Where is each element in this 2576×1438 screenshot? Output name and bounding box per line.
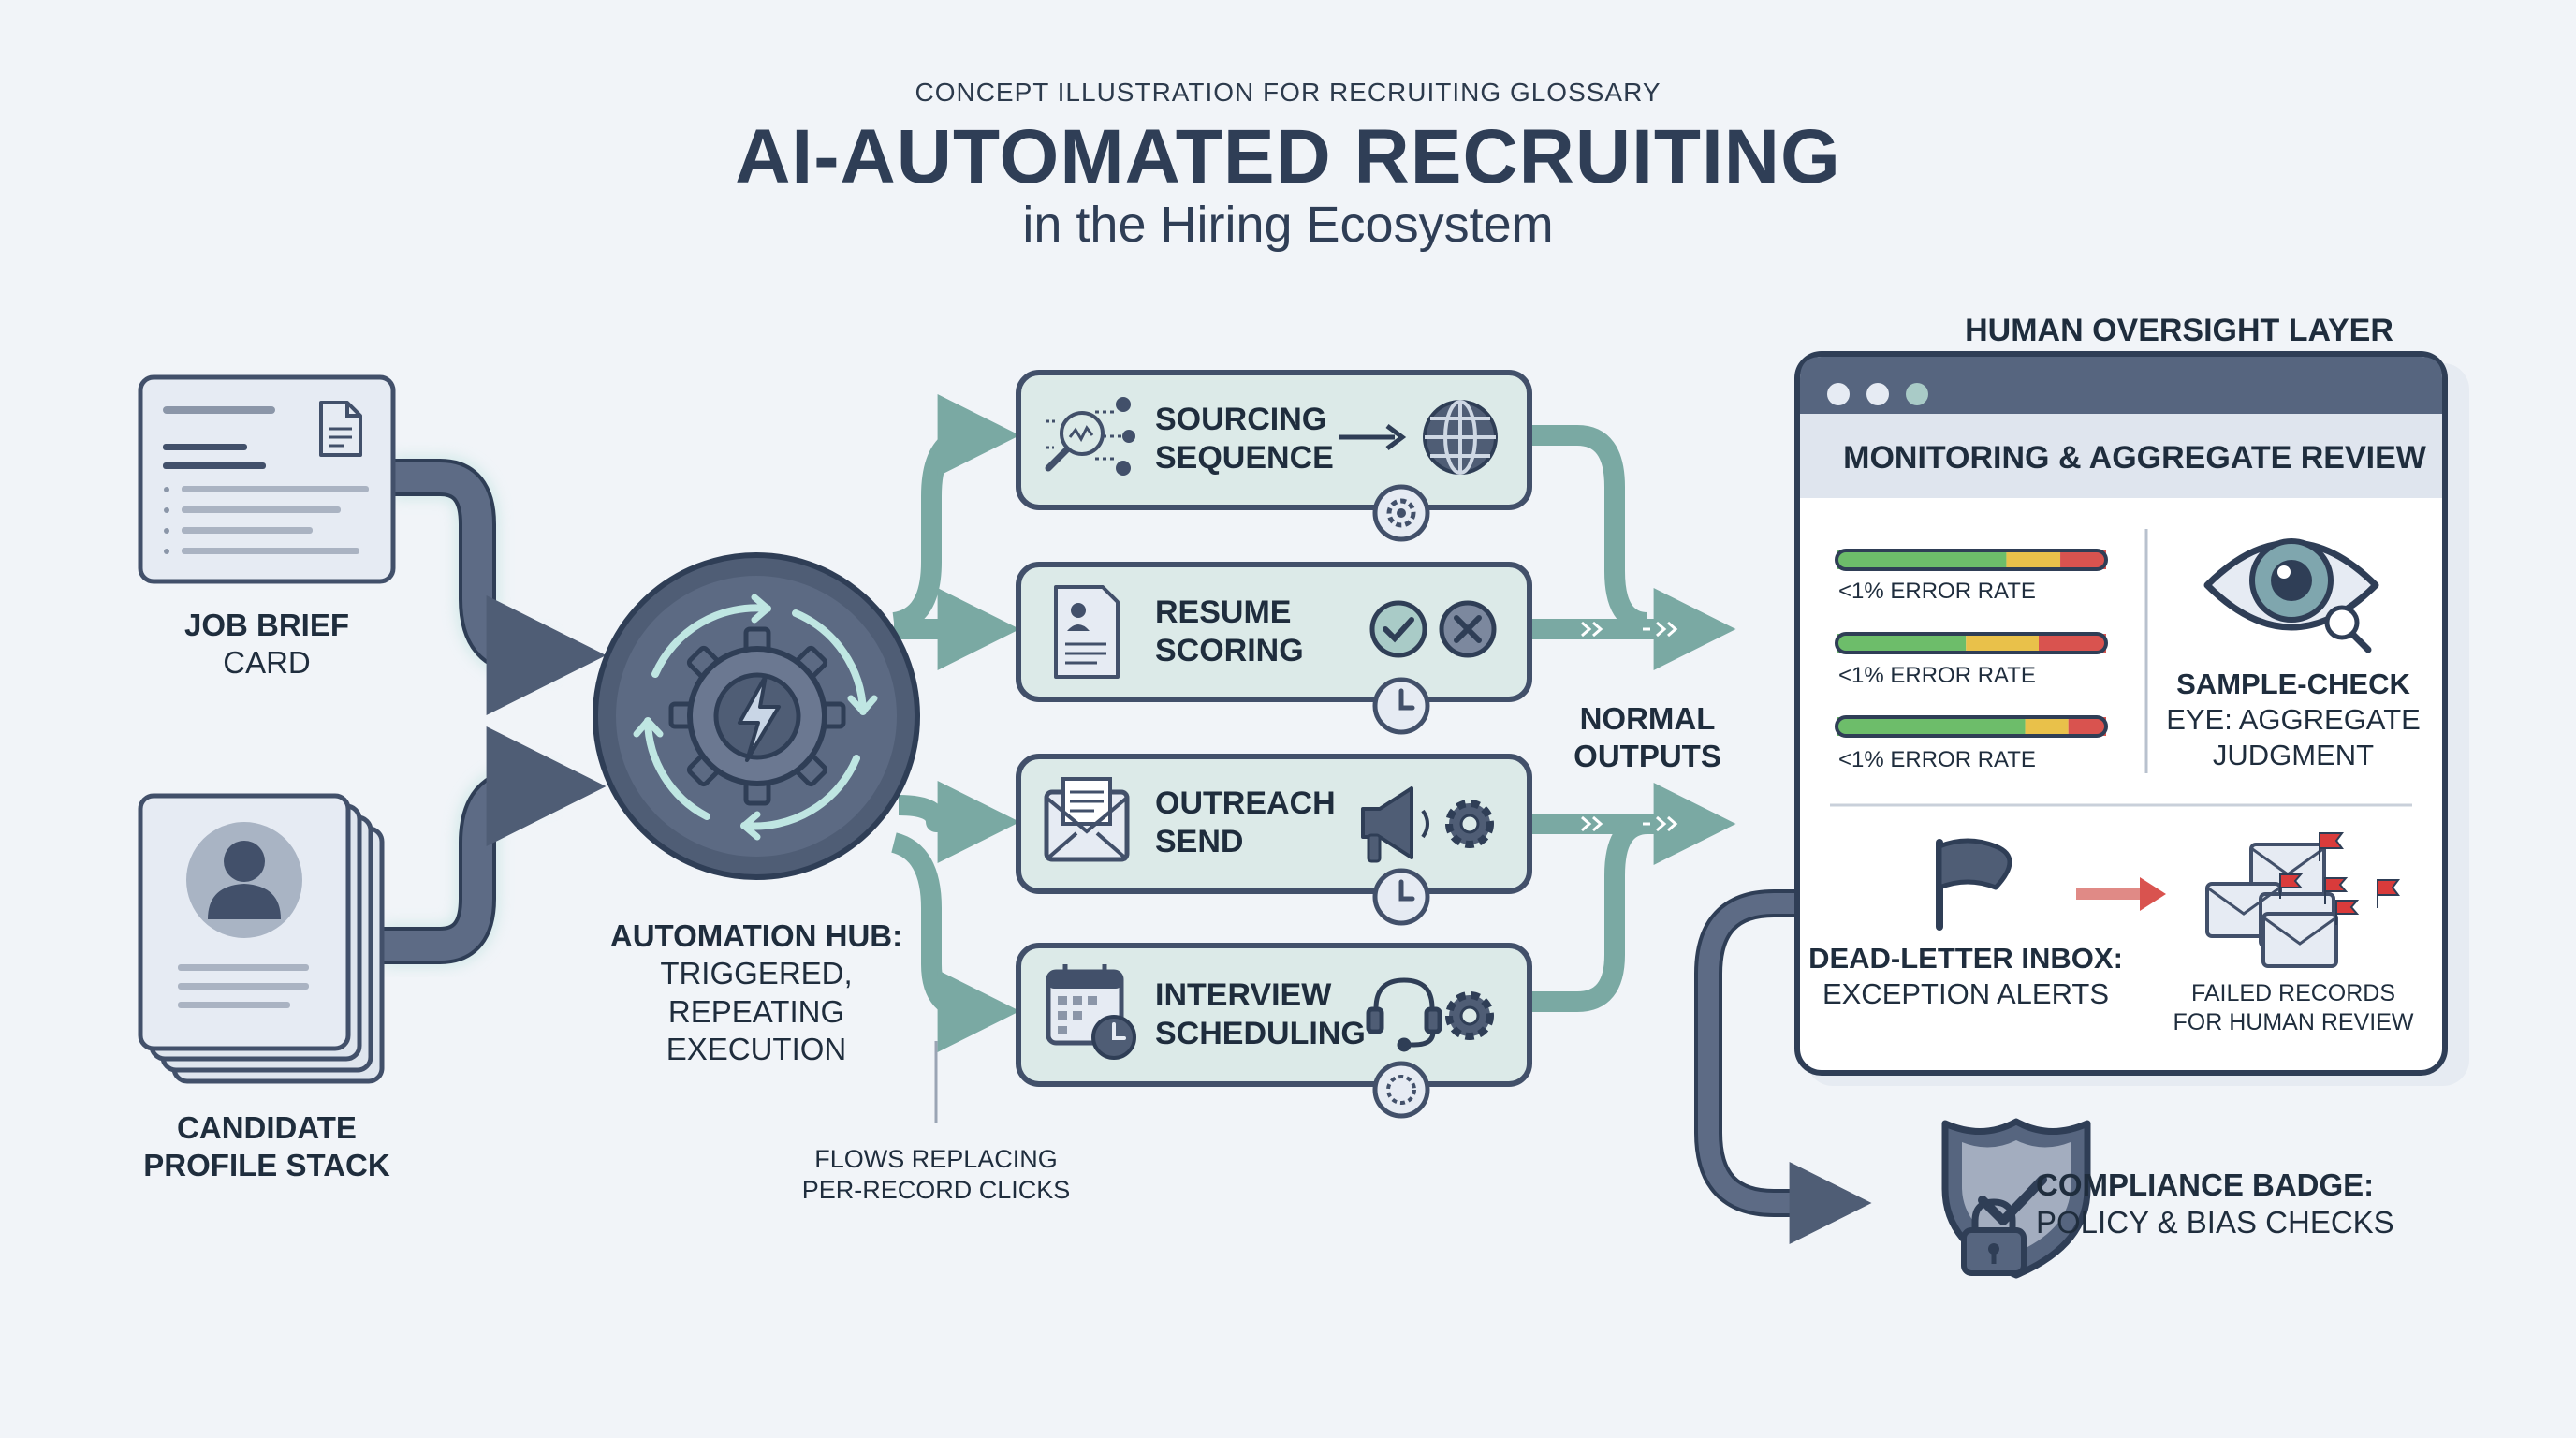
error-rate-bar-segment xyxy=(1837,634,1967,653)
magnifier-network-icon xyxy=(1045,397,1135,476)
job-brief-label: JOB BRIEF CARD xyxy=(183,608,350,681)
error-rate-bars xyxy=(1835,549,2108,738)
globe-icon xyxy=(1423,400,1498,475)
error-rate-label: <1% ERROR RATE xyxy=(1838,579,2036,604)
gear-icon xyxy=(1445,991,1494,1040)
resume-document-icon xyxy=(1054,585,1120,679)
user-avatar-icon xyxy=(186,822,302,938)
headset-icon xyxy=(1366,977,1442,1052)
sample-check-label: SAMPLE-CHECK EYE: AGGREGATE JUDGMENT xyxy=(2166,668,2421,771)
eye-icon xyxy=(2203,538,2379,653)
error-rate-bar-frame xyxy=(1835,549,2108,571)
job-brief-card xyxy=(138,374,396,584)
document-icon xyxy=(319,401,362,457)
input-arrows xyxy=(384,455,607,968)
compliance-label: COMPLIANCE BADGE: POLICY & BIAS CHECKS xyxy=(2036,1167,2394,1240)
clock-icon xyxy=(1372,868,1430,926)
gear-lightning-icon xyxy=(668,626,846,806)
error-rate-bar-segment xyxy=(2060,550,2106,569)
error-rate-label: <1% ERROR RATE xyxy=(1838,663,2036,688)
task-label-scheduling: INTERVIEW SCHEDULING xyxy=(1155,977,1366,1051)
failed-records-envelopes-icon xyxy=(2205,832,2400,968)
error-rate-bar-segment xyxy=(1966,634,2039,653)
flow-chevrons xyxy=(1581,621,1678,832)
candidate-profile-stack xyxy=(138,793,385,1084)
failed-records-label: FAILED RECORDS FOR HUMAN REVIEW xyxy=(2173,980,2414,1035)
monitoring-title: MONITORING & AGGREGATE REVIEW xyxy=(1843,440,2426,476)
automation-hub-label: AUTOMATION HUB: TRIGGERED, REPEATING EXE… xyxy=(609,918,903,1066)
envelope-icon xyxy=(1044,777,1130,862)
x-circle-icon xyxy=(1439,600,1497,658)
error-rate-bar-segment xyxy=(2068,717,2106,736)
page-title: AI-AUTOMATED RECRUITING xyxy=(735,114,1841,199)
arrow-right-icon xyxy=(1339,424,1407,450)
task-to-output-arrows xyxy=(1530,425,1736,1012)
task-label-sourcing: SOURCING SEQUENCE xyxy=(1155,402,1334,476)
task-label-resume: RESUME SCORING xyxy=(1155,594,1304,668)
clock-icon xyxy=(1372,1061,1430,1119)
task-box-resume xyxy=(1016,562,1532,702)
megaphone-icon xyxy=(1361,786,1429,863)
arrow-right-icon xyxy=(2076,877,2166,911)
error-rate-label: <1% ERROR RATE xyxy=(1838,747,2036,772)
error-rate-bar-segment xyxy=(2006,550,2061,569)
error-rate-bar-segment xyxy=(1837,717,2026,736)
supertitle: CONCEPT ILLUSTRATION FOR RECRUITING GLOS… xyxy=(915,78,1661,107)
normal-outputs-label: NORMAL OUTPUTS xyxy=(1573,701,1721,774)
clock-icon xyxy=(1372,677,1430,735)
task-box-outreach xyxy=(1016,754,1532,894)
error-rate-bar-frame xyxy=(1835,715,2108,738)
shield-lock-icon xyxy=(1941,1118,2091,1279)
hub-to-task-arrows xyxy=(890,394,1020,1052)
check-circle-icon xyxy=(1369,600,1427,658)
flows-note: FLOWS REPLACING PER-RECORD CLICKS xyxy=(801,1145,1071,1204)
flag-icon xyxy=(1936,838,2012,931)
error-rate-bar-frame xyxy=(1835,632,2108,654)
calendar-clock-icon xyxy=(1046,964,1136,1060)
gear-icon xyxy=(1372,484,1430,542)
candidate-stack-label: CANDIDATE PROFILE STACK xyxy=(143,1110,390,1183)
task-box-sourcing xyxy=(1016,370,1532,510)
dead-letter-label: DEAD-LETTER INBOX: EXCEPTION ALERTS xyxy=(1808,942,2123,1010)
page-subtitle: in the Hiring Ecosystem xyxy=(1022,197,1554,253)
gear-icon xyxy=(1445,800,1494,848)
automation-hub xyxy=(593,552,920,880)
error-rate-bar-segment xyxy=(1837,550,2007,569)
error-rate-bar-segment xyxy=(2039,634,2106,653)
task-label-outreach: OUTREACH SEND xyxy=(1155,785,1336,859)
oversight-title: HUMAN OVERSIGHT LAYER xyxy=(1965,313,2393,348)
error-rate-bar-segment xyxy=(2025,717,2069,736)
